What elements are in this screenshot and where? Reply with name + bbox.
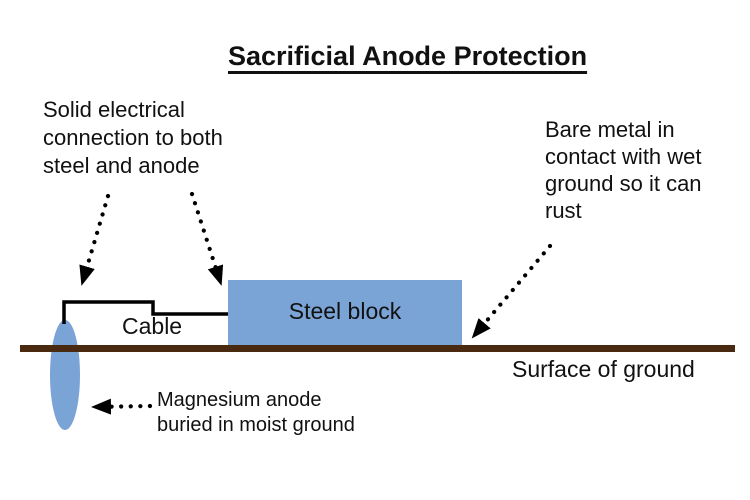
cable-label: Cable [122, 313, 183, 339]
magnesium-anode-shape [50, 320, 80, 430]
magnesium-anode-label: Magnesium anode buried in moist ground [157, 389, 355, 436]
surface-of-ground-label: Surface of ground [512, 356, 695, 382]
ground-surface-line [20, 345, 735, 352]
arrow-bare-metal-to-block-corner [470, 243, 553, 340]
steel-block-shape [228, 280, 462, 345]
bare-metal-label: Bare metal in contact with wet ground so… [545, 117, 702, 223]
cable-line [62, 300, 228, 324]
arrow-connection-to-anode [79, 193, 111, 287]
arrow-magnesium-to-anode [90, 398, 153, 415]
steel-block-label: Steel block [288, 298, 402, 324]
diagram-title: Sacrificial Anode Protection [228, 41, 588, 71]
arrow-connection-to-steel [189, 191, 224, 287]
connection-label: Solid electrical connection to both stee… [43, 97, 223, 178]
